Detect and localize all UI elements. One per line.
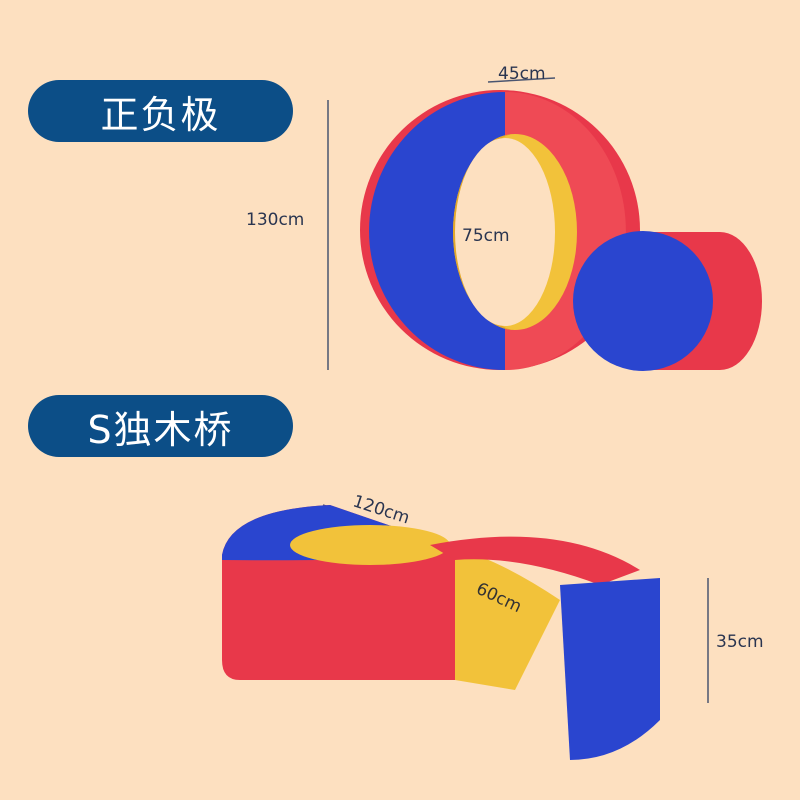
ring-width-label: 45cm bbox=[498, 64, 546, 84]
ring-product bbox=[360, 90, 640, 370]
section-title-zhengfuji: 正负极 bbox=[28, 80, 293, 142]
ring-inner-label: 75cm bbox=[462, 226, 510, 246]
cylinder-product bbox=[573, 231, 762, 371]
width-line bbox=[487, 77, 556, 83]
ring-height-label: 130cm bbox=[246, 210, 305, 230]
bridge-height-label: 35cm bbox=[716, 632, 764, 652]
section-title-s-bridge: S独木桥 bbox=[28, 395, 293, 457]
s-bridge-product bbox=[222, 505, 660, 760]
